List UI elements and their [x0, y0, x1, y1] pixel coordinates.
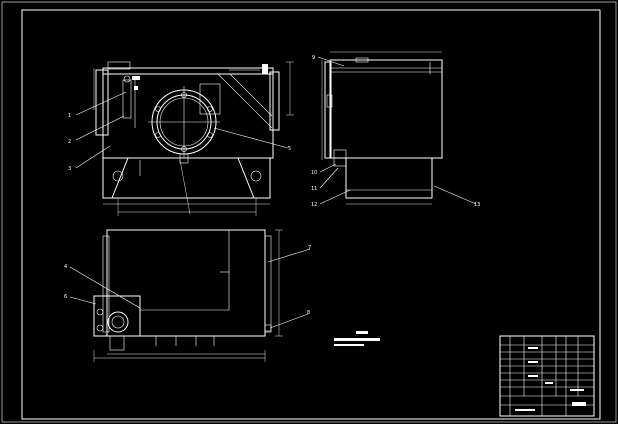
balloon-4: 4 — [64, 264, 67, 270]
balloon-6: 6 — [64, 294, 67, 300]
balloon-3: 3 — [68, 166, 71, 172]
balloon-9: 9 — [312, 55, 315, 61]
balloon-7: 7 — [308, 245, 311, 251]
drawing-frame — [21, 9, 601, 420]
side-view — [317, 51, 477, 205]
balloon-1: 1 — [68, 113, 71, 119]
balloon-10: 10 — [311, 170, 317, 176]
balloon-8: 8 — [307, 310, 310, 316]
top-view — [69, 229, 311, 362]
title-block — [499, 335, 595, 417]
technical-notes — [334, 331, 380, 346]
front-view — [75, 61, 294, 216]
balloon-2: 2 — [68, 139, 71, 145]
balloon-5: 5 — [288, 146, 291, 152]
balloon-12: 12 — [311, 202, 317, 208]
balloon-11: 11 — [311, 186, 317, 192]
balloon-13: 13 — [474, 202, 480, 208]
